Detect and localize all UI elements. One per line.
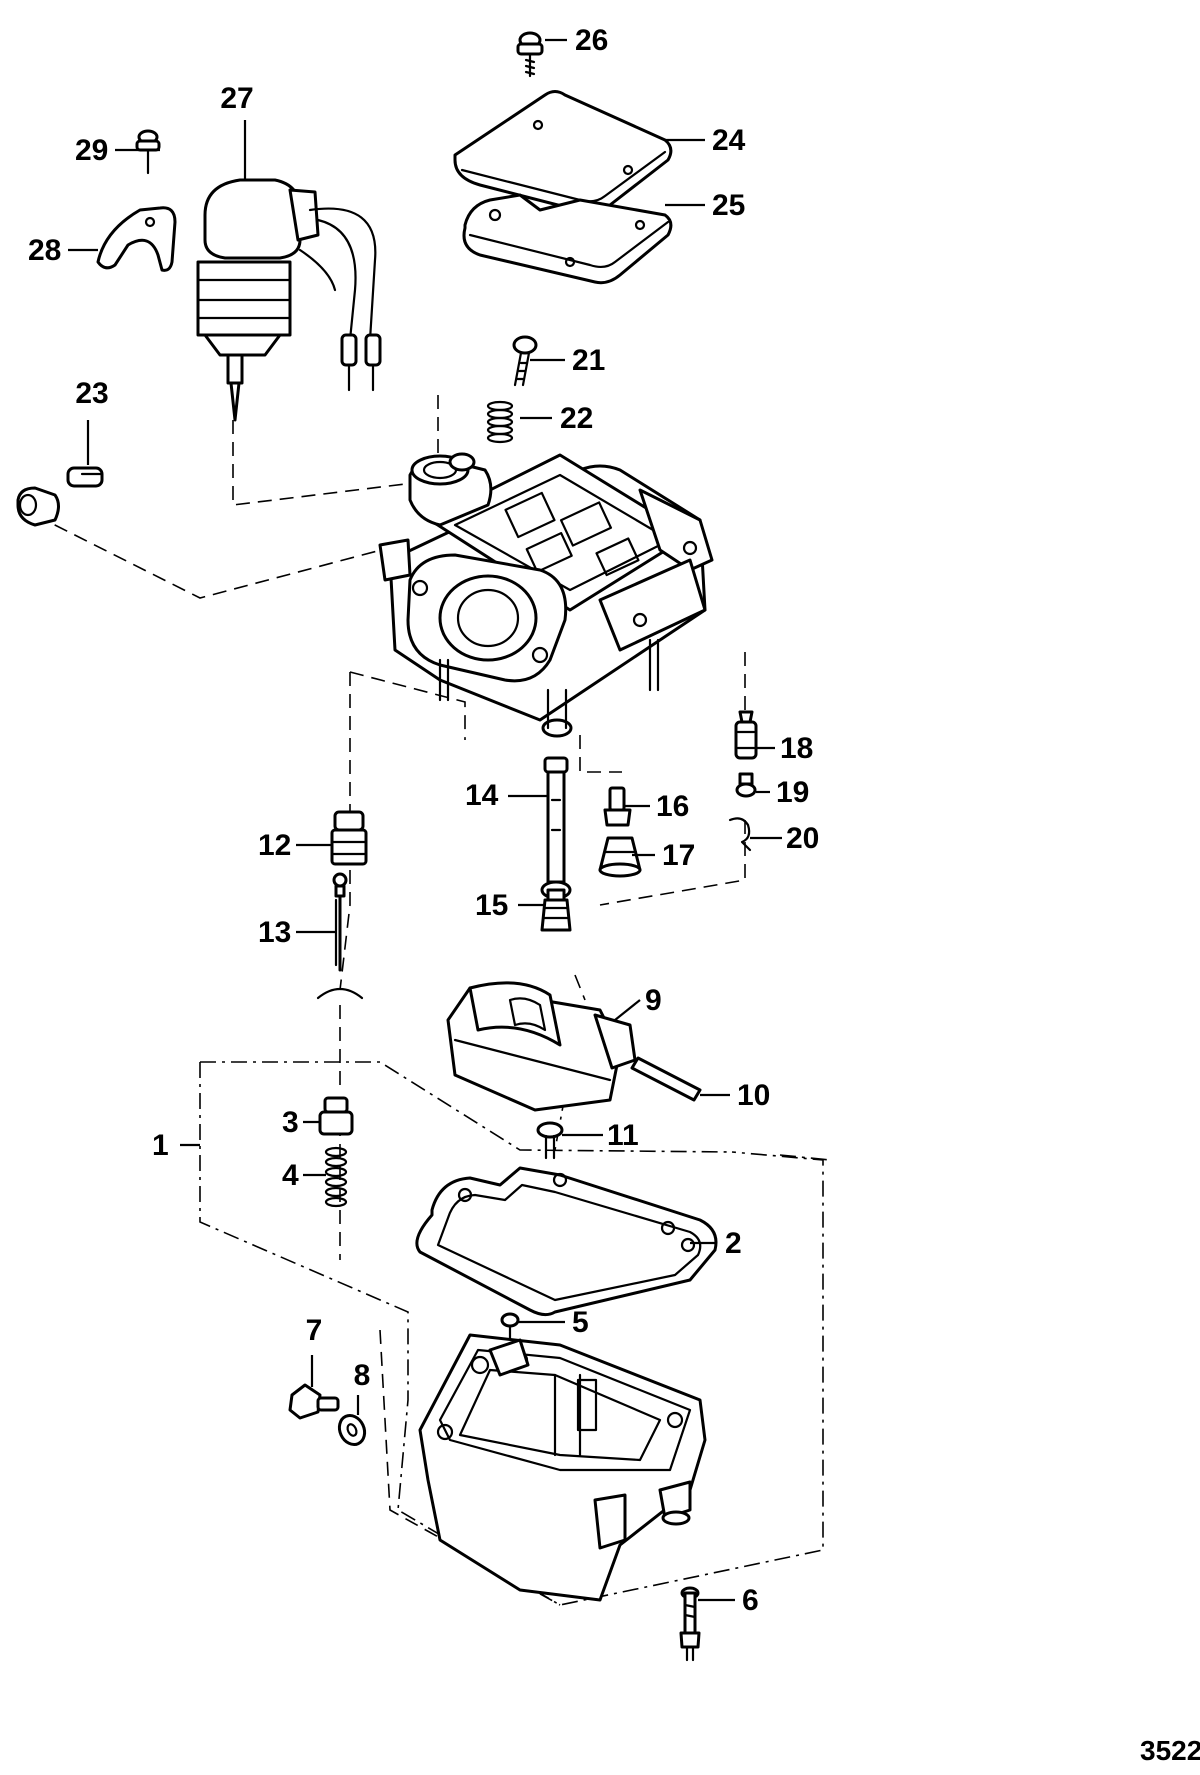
part-14-emulsion-tube (540, 756, 572, 907)
part-8-washer (337, 1413, 367, 1447)
callout-25: 25 (712, 189, 745, 222)
part-27-solenoid (196, 178, 382, 422)
callout-15: 15 (475, 889, 508, 922)
callout-1: 1 (152, 1129, 169, 1162)
part-10-float-pin (630, 1056, 702, 1102)
callout-22: 22 (560, 402, 593, 435)
float-bowl (418, 1333, 707, 1602)
callout-11: 11 (607, 1119, 639, 1152)
part-6-screw (679, 1586, 701, 1662)
callout-10: 10 (737, 1079, 770, 1112)
leader-lines (68, 38, 782, 1602)
part-7-drain-screw (288, 1383, 340, 1420)
callout-13: 13 (258, 916, 291, 949)
part-16-jet (603, 786, 632, 827)
part-2-bowl-gasket (415, 1166, 718, 1317)
part-19-valve-seat (735, 772, 757, 798)
part-3-main-jet (318, 1096, 354, 1136)
part-28-clip (96, 206, 177, 272)
part-15-jet (540, 898, 572, 932)
part-17-plug (598, 836, 642, 878)
callout-23: 23 (75, 377, 108, 410)
callout-4: 4 (282, 1159, 299, 1192)
callout-6: 6 (742, 1584, 759, 1617)
callout-24: 24 (712, 124, 746, 157)
callout-12: 12 (258, 829, 291, 862)
part-12-pilot-jet (330, 810, 368, 866)
part-24-cover-plate (453, 90, 673, 215)
part-4-spring (324, 1146, 348, 1208)
part-29-screw (135, 129, 161, 175)
callout-9: 9 (645, 984, 662, 1017)
callout-20: 20 (786, 822, 819, 855)
callout-2: 2 (725, 1227, 742, 1260)
callout-7: 7 (306, 1314, 323, 1347)
callout-19: 19 (776, 776, 809, 809)
part-26-screw (516, 31, 544, 78)
callout-3: 3 (282, 1106, 299, 1139)
callout-27: 27 (220, 82, 253, 115)
callout-5: 5 (572, 1306, 589, 1339)
callout-18: 18 (780, 732, 813, 765)
part-11-screw (536, 1121, 564, 1160)
part-20-clip (728, 817, 752, 852)
callout-8: 8 (354, 1359, 371, 1392)
callout-14: 14 (465, 779, 499, 812)
callout-28: 28 (28, 234, 61, 267)
part-23-screw (16, 466, 104, 527)
callout-21: 21 (572, 344, 605, 377)
figure-number: 3522 (1140, 1735, 1200, 1766)
callout-26: 26 (575, 24, 608, 57)
part-21-screw (512, 335, 538, 387)
carburetor-body (378, 452, 714, 738)
part-18-needle-valve (734, 710, 758, 760)
callout-labels: 26 27 24 29 25 28 21 23 22 18 14 19 16 2… (28, 24, 1200, 1766)
callout-17: 17 (662, 839, 695, 872)
callout-29: 29 (75, 134, 108, 167)
part-13-needle (316, 872, 364, 1000)
part-22-spring (486, 400, 514, 444)
part-9-float (446, 981, 637, 1112)
callout-16: 16 (656, 790, 689, 823)
part-25-gasket (462, 193, 673, 285)
